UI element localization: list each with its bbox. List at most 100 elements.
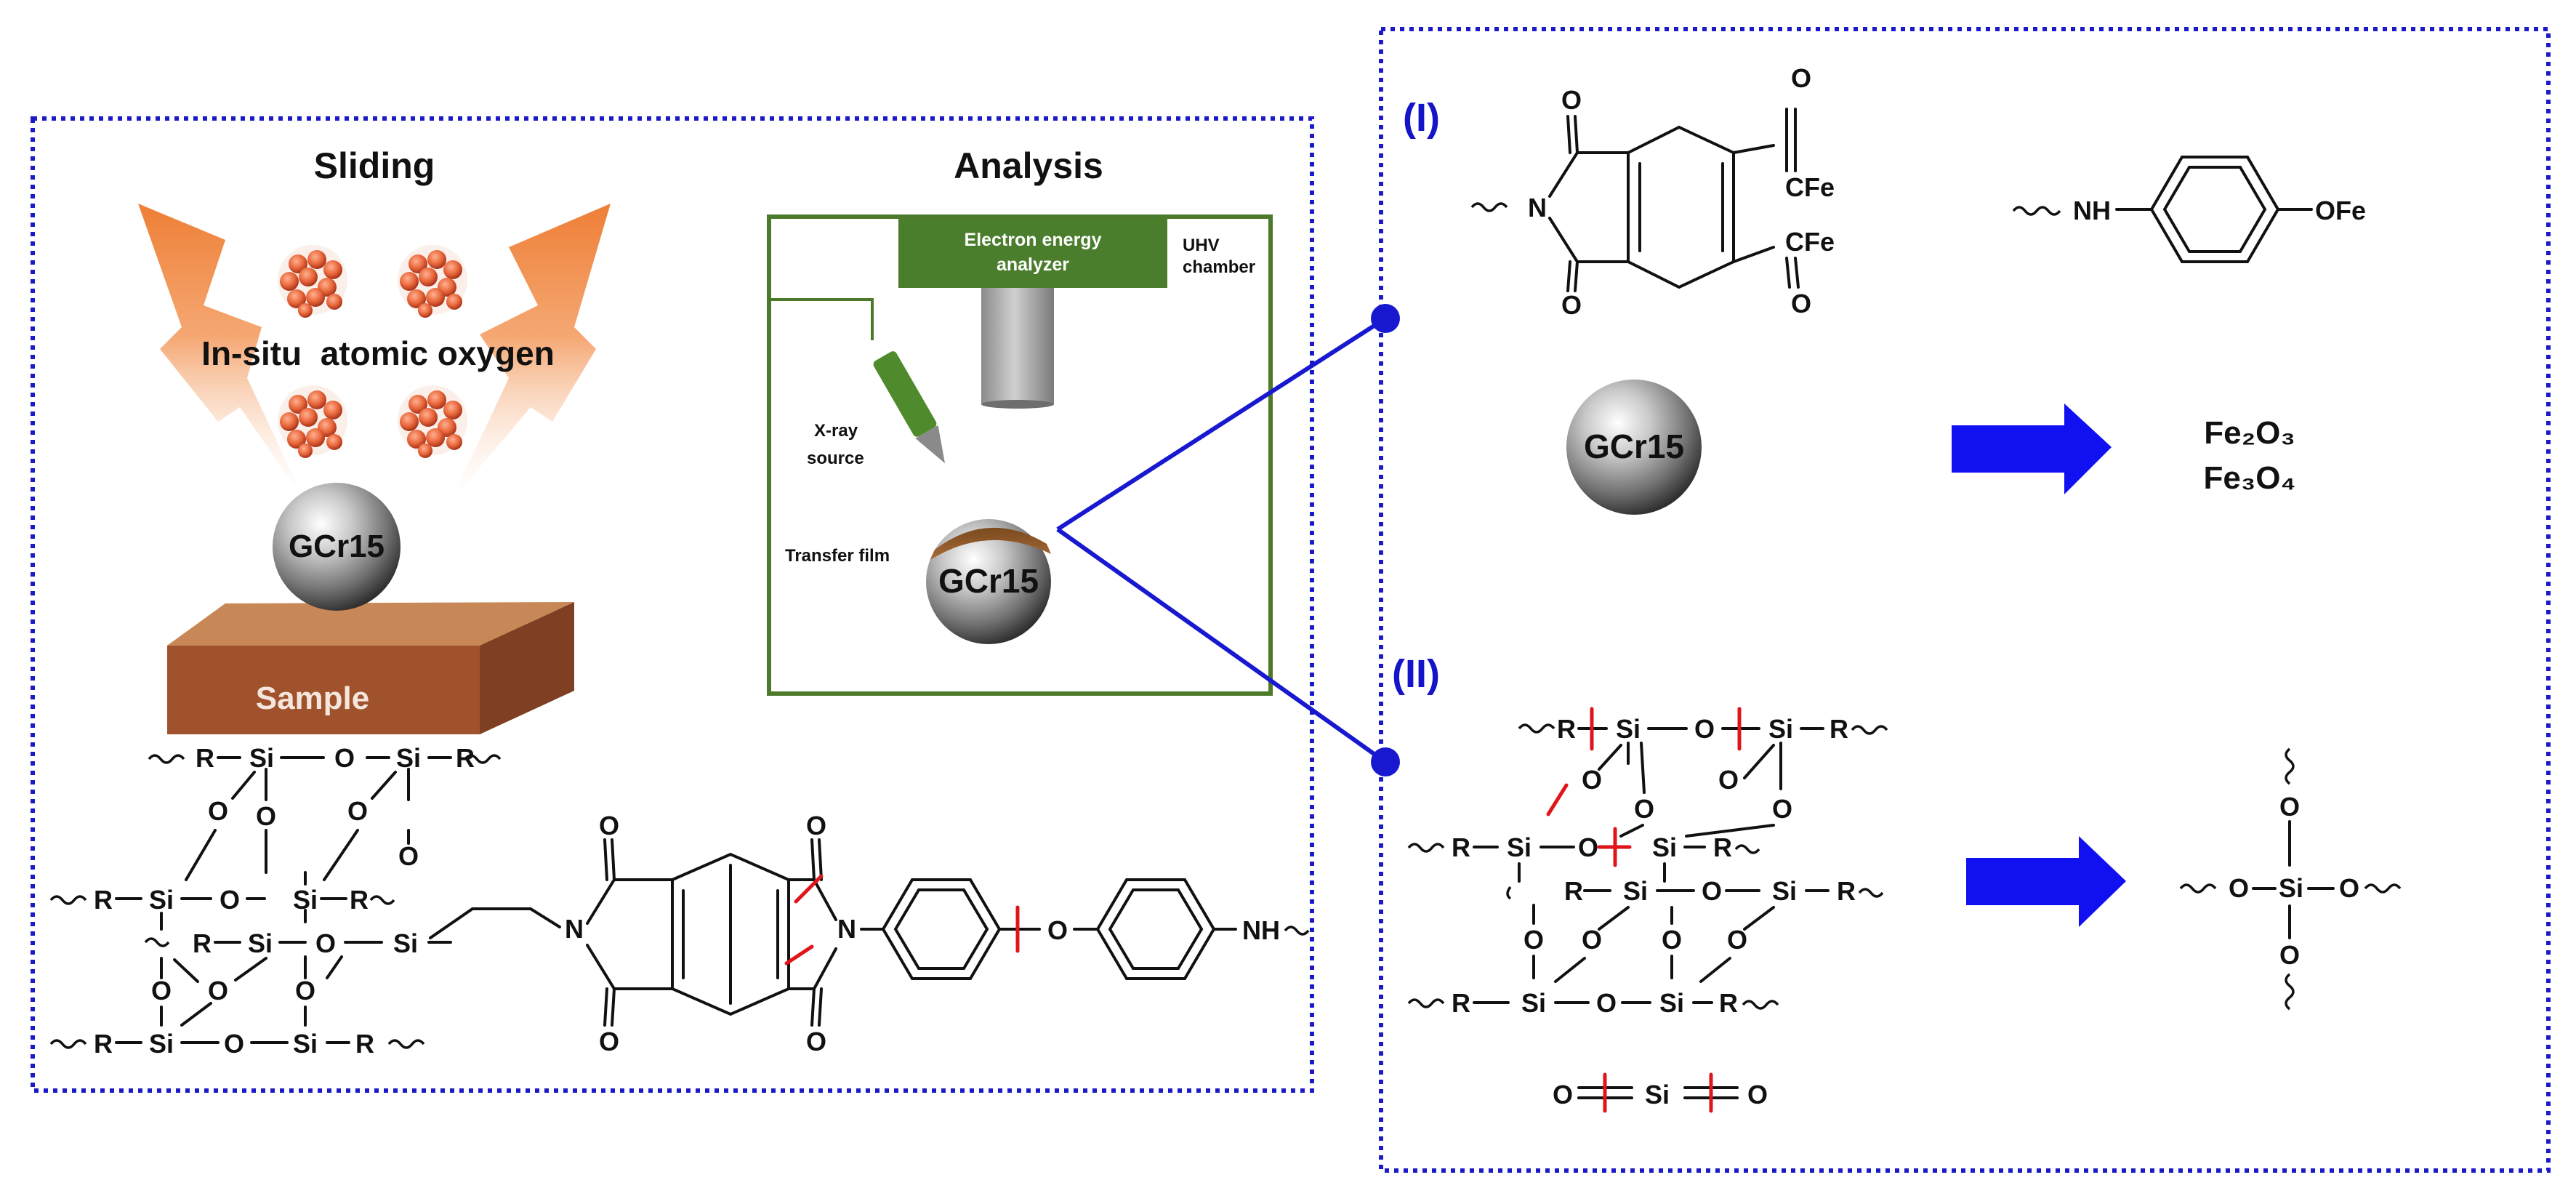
polymer-structure: R Si O Si R O O O O R Si O Si R R Si O S…: [49, 743, 1310, 1059]
svg-text:O: O: [151, 976, 172, 1006]
gcr15-case1-label: GCr15: [1584, 428, 1684, 465]
svg-text:O: O: [599, 1027, 619, 1056]
svg-text:R: R: [350, 885, 369, 915]
sample-label: Sample: [256, 681, 370, 716]
case-1-label: (I): [1403, 96, 1440, 140]
svg-text:R: R: [1719, 988, 1738, 1018]
svg-text:O: O: [1582, 765, 1602, 795]
svg-text:O: O: [2279, 792, 2300, 822]
left-panel-border: [31, 116, 1314, 1093]
svg-text:O: O: [1694, 714, 1715, 744]
lightning-left-icon: [138, 204, 305, 502]
connector-dot-top: [1371, 304, 1400, 333]
svg-text:O: O: [2279, 940, 2300, 970]
svg-text:O: O: [1702, 876, 1722, 906]
oxygen-cluster-icon: [278, 245, 347, 318]
svg-text:R: R: [193, 928, 212, 958]
reaction-arrow-2-icon: [1966, 836, 2126, 927]
svg-text:O: O: [1578, 832, 1598, 862]
silicate-product-structure: O O Si O O: [2179, 747, 2402, 1011]
gcr15-ball-analysis: [926, 519, 1051, 644]
svg-text:R: R: [94, 885, 113, 915]
svg-text:O: O: [2339, 873, 2359, 903]
gcr15-ball-sliding: [273, 483, 401, 611]
svg-text:Si: Si: [149, 885, 174, 915]
svg-text:Si: Si: [1652, 832, 1677, 862]
product-fe2o3: Fe₂O₃: [2204, 415, 2295, 451]
svg-text:R: R: [1713, 832, 1732, 862]
svg-text:O: O: [1596, 988, 1617, 1018]
atomic-oxygen-label: In-situ atomic oxygen: [201, 334, 555, 372]
svg-text:N: N: [1528, 193, 1547, 222]
analyzer-label-line1: Electron energy: [965, 230, 1102, 250]
oxygen-cluster-icon: [278, 385, 347, 458]
connector-dot-bottom: [1371, 747, 1400, 776]
right-panel-border: [1379, 27, 2551, 1173]
svg-text:R: R: [1452, 988, 1470, 1018]
svg-text:O: O: [1727, 925, 1747, 955]
svg-text:Si: Si: [1645, 1080, 1670, 1109]
sio2-molecule: O Si O: [1553, 1072, 1768, 1113]
svg-text:CFe: CFe: [1785, 227, 1835, 257]
svg-text:Si: Si: [1768, 714, 1793, 744]
svg-text:O: O: [1662, 925, 1682, 955]
svg-text:N: N: [837, 914, 856, 944]
svg-text:Si: Si: [1623, 876, 1648, 906]
svg-text:NH: NH: [2073, 196, 2111, 225]
svg-text:Si: Si: [1521, 988, 1546, 1018]
xray-source-icon: [873, 351, 945, 464]
electron-energy-analyzer: [898, 218, 1167, 288]
svg-text:Si: Si: [248, 928, 273, 958]
uhv-label-line1: UHV: [1183, 236, 1220, 255]
connector-line-bottom: [1056, 527, 1387, 764]
case1-imide-structure: N O O CFe O CFe O: [1470, 63, 1835, 320]
svg-text:NH: NH: [1242, 915, 1280, 945]
svg-text:Si: Si: [293, 1029, 318, 1059]
sliding-title: Sliding: [314, 145, 435, 186]
svg-text:O: O: [398, 841, 419, 871]
svg-text:Si: Si: [1507, 832, 1531, 862]
svg-text:Si: Si: [149, 1029, 174, 1059]
svg-text:O: O: [1718, 765, 1739, 795]
svg-text:O: O: [2229, 873, 2249, 903]
svg-text:Si: Si: [249, 743, 274, 773]
svg-text:Si: Si: [1659, 988, 1684, 1018]
svg-text:O: O: [224, 1029, 244, 1059]
svg-text:O: O: [1524, 925, 1544, 955]
gcr15-analysis-label: GCr15: [938, 562, 1039, 600]
svg-text:O: O: [1747, 1080, 1768, 1109]
svg-text:Si: Si: [393, 928, 418, 958]
svg-text:O: O: [1561, 290, 1582, 320]
svg-text:O: O: [1047, 915, 1068, 945]
uhv-chamber-frame: [767, 214, 1273, 696]
svg-text:R: R: [1564, 876, 1583, 906]
svg-text:R: R: [456, 743, 475, 773]
svg-text:O: O: [347, 796, 368, 826]
svg-text:Si: Si: [396, 743, 421, 773]
product-fe3o4: Fe₃O₄: [2204, 460, 2296, 496]
oxygen-cluster-icon: [398, 245, 467, 318]
case-2-label: (II): [1392, 652, 1440, 696]
case2-poss-structure: R Si O Si R O O O O R Si O Si R: [1407, 707, 1888, 1018]
sample-side-face: [480, 602, 574, 734]
svg-text:O: O: [1561, 85, 1582, 115]
svg-text:R: R: [1557, 714, 1576, 744]
svg-text:Si: Si: [293, 885, 318, 915]
svg-text:O: O: [1772, 794, 1792, 824]
svg-text:R: R: [1452, 832, 1470, 862]
svg-text:O: O: [315, 928, 336, 958]
transfer-film: [930, 527, 1051, 560]
case1-phenoxy-structure: NH OFe: [2012, 156, 2366, 263]
svg-text:Si: Si: [1772, 876, 1797, 906]
svg-text:O: O: [220, 885, 240, 915]
svg-text:R: R: [196, 743, 214, 773]
transfer-film-label: Transfer film: [785, 546, 890, 566]
svg-text:O: O: [599, 811, 619, 840]
svg-text:O: O: [208, 976, 228, 1006]
svg-text:R: R: [1837, 876, 1856, 906]
svg-text:Si: Si: [1616, 714, 1641, 744]
svg-text:OFe: OFe: [2315, 196, 2366, 225]
svg-text:N: N: [565, 914, 584, 944]
svg-text:O: O: [334, 743, 355, 773]
analyzer-lens-cylinder: [981, 288, 1054, 404]
